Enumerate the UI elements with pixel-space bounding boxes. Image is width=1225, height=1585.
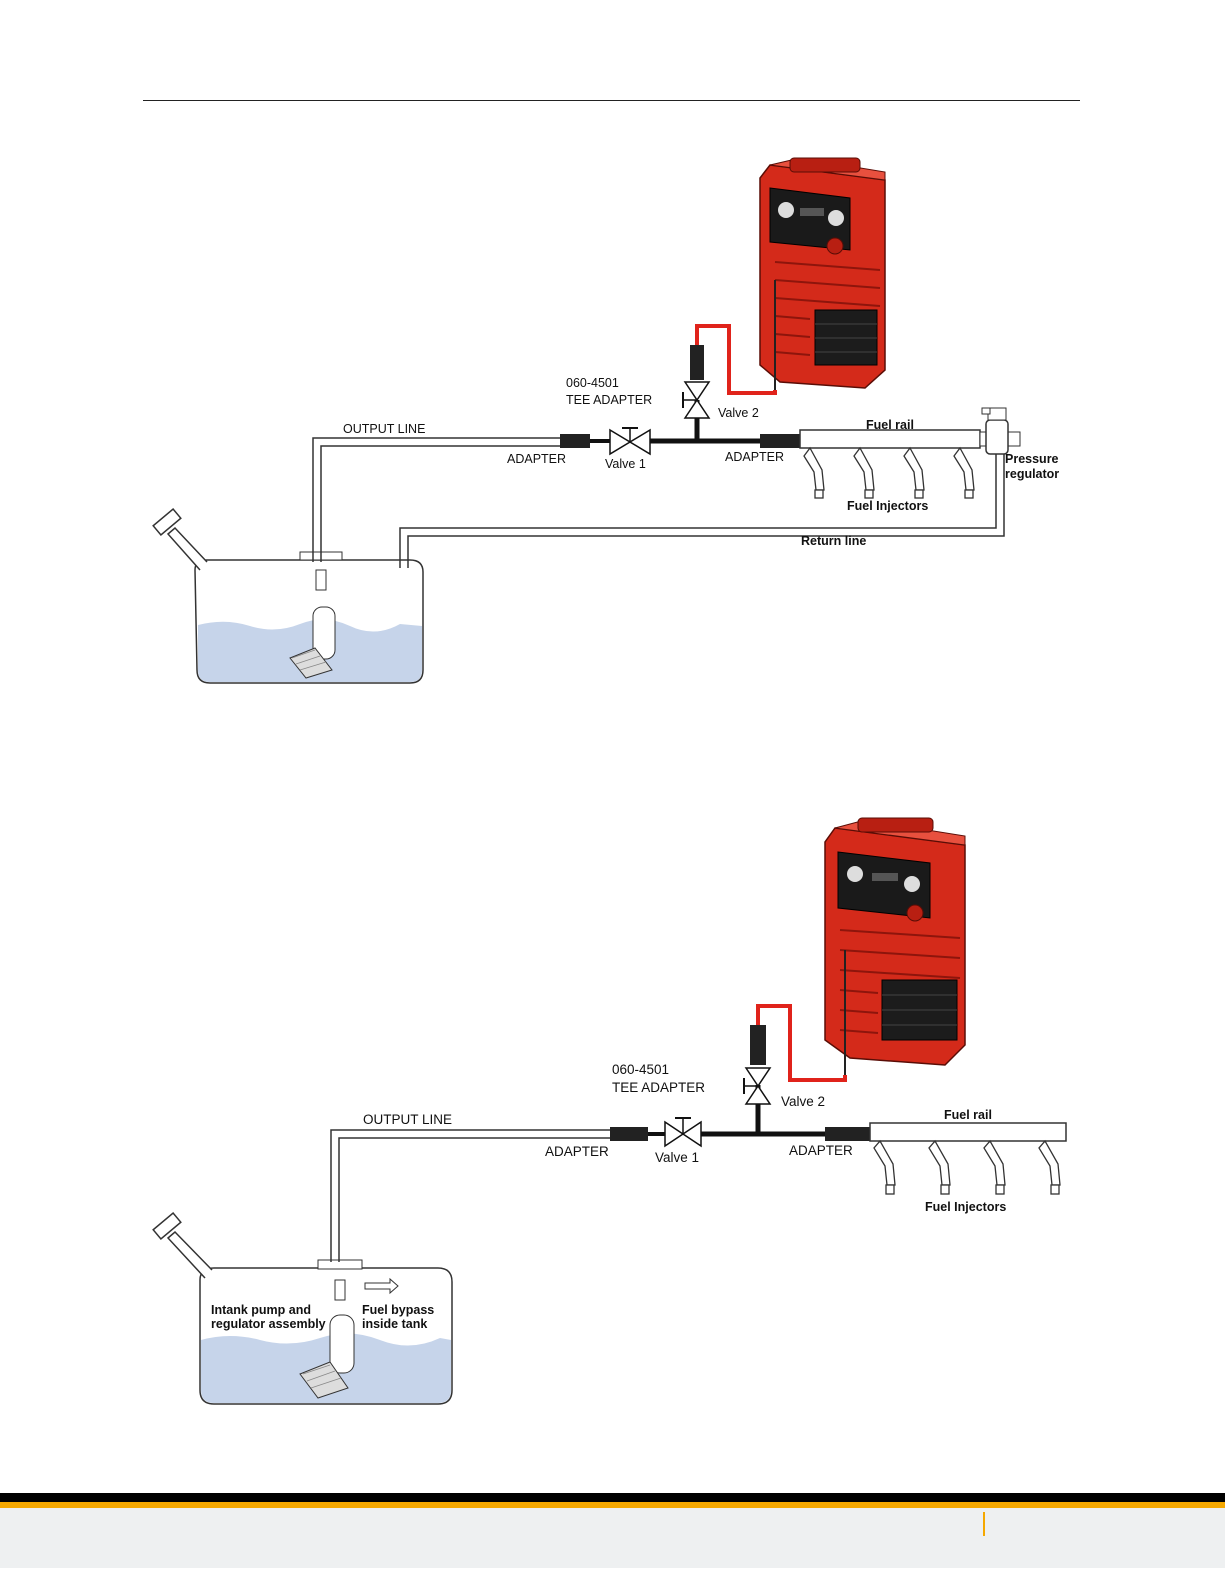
valve-2-label: Valve 2 [781, 1094, 825, 1109]
return-line-label: Return line [801, 534, 866, 548]
adapter-right-fitting [825, 1127, 870, 1141]
fuel-rail-label: Fuel rail [866, 418, 914, 432]
valve-1-label: Valve 1 [655, 1150, 699, 1165]
fuel-injectors [804, 448, 974, 498]
fuel-test-machine [760, 158, 885, 390]
tee-adapter-label: TEE ADAPTER [612, 1080, 705, 1095]
adapter-left-fitting [560, 434, 590, 448]
output-line-label: OUTPUT LINE [343, 422, 425, 436]
adapter-right-label: ADAPTER [725, 450, 784, 464]
fuel-rail [800, 430, 980, 448]
footer-black-bar [0, 1493, 1225, 1502]
fuel-rail-label: Fuel rail [944, 1108, 992, 1122]
fuel-test-machine [825, 818, 965, 1075]
valve-2 [744, 1025, 770, 1104]
fuel-bypass-label-2: inside tank [362, 1317, 427, 1331]
tee-adapter-part-label: 060-4501 [612, 1062, 669, 1077]
fuel-bypass-label-1: Fuel bypass [362, 1303, 434, 1317]
footer-band [0, 1508, 1225, 1568]
pressure-regulator-label-2: regulator [1005, 467, 1059, 481]
intank-pump-label-2: regulator assembly [211, 1317, 326, 1331]
adapter-right-label: ADAPTER [789, 1143, 853, 1158]
tee-adapter-part-label: 060-4501 [566, 376, 619, 390]
fuel-rail [870, 1123, 1066, 1141]
footer-divider [983, 1512, 985, 1536]
valve-1-label: Valve 1 [605, 457, 646, 471]
fuel-system-diagram-returnless: 060-4501 TEE ADAPTER Valve 2 Valve 1 OUT… [0, 810, 1225, 1430]
valve-2-label: Valve 2 [718, 406, 759, 420]
pressure-regulator [982, 408, 1008, 454]
intank-pump-label-1: Intank pump and [211, 1303, 311, 1317]
adapter-right-fitting [760, 434, 800, 448]
fuel-tank [153, 509, 423, 683]
header-rule [143, 100, 1080, 101]
pressure-regulator-label-1: Pressure [1005, 452, 1059, 466]
fuel-injectors [874, 1141, 1060, 1194]
adapter-left-label: ADAPTER [507, 452, 566, 466]
fuel-injectors-label: Fuel Injectors [925, 1200, 1006, 1214]
adapter-left-label: ADAPTER [545, 1144, 609, 1159]
fuel-injectors-label: Fuel Injectors [847, 499, 928, 513]
valve-1 [665, 1118, 701, 1146]
valve-1 [610, 428, 650, 454]
output-line-label: OUTPUT LINE [363, 1112, 452, 1127]
fuel-system-diagram-return: 060-4501 TEE ADAPTER Valve 2 Valve 1 OUT… [0, 150, 1225, 710]
tee-adapter-label: TEE ADAPTER [566, 393, 652, 407]
valve-2 [683, 345, 709, 418]
adapter-left-fitting [610, 1127, 648, 1141]
